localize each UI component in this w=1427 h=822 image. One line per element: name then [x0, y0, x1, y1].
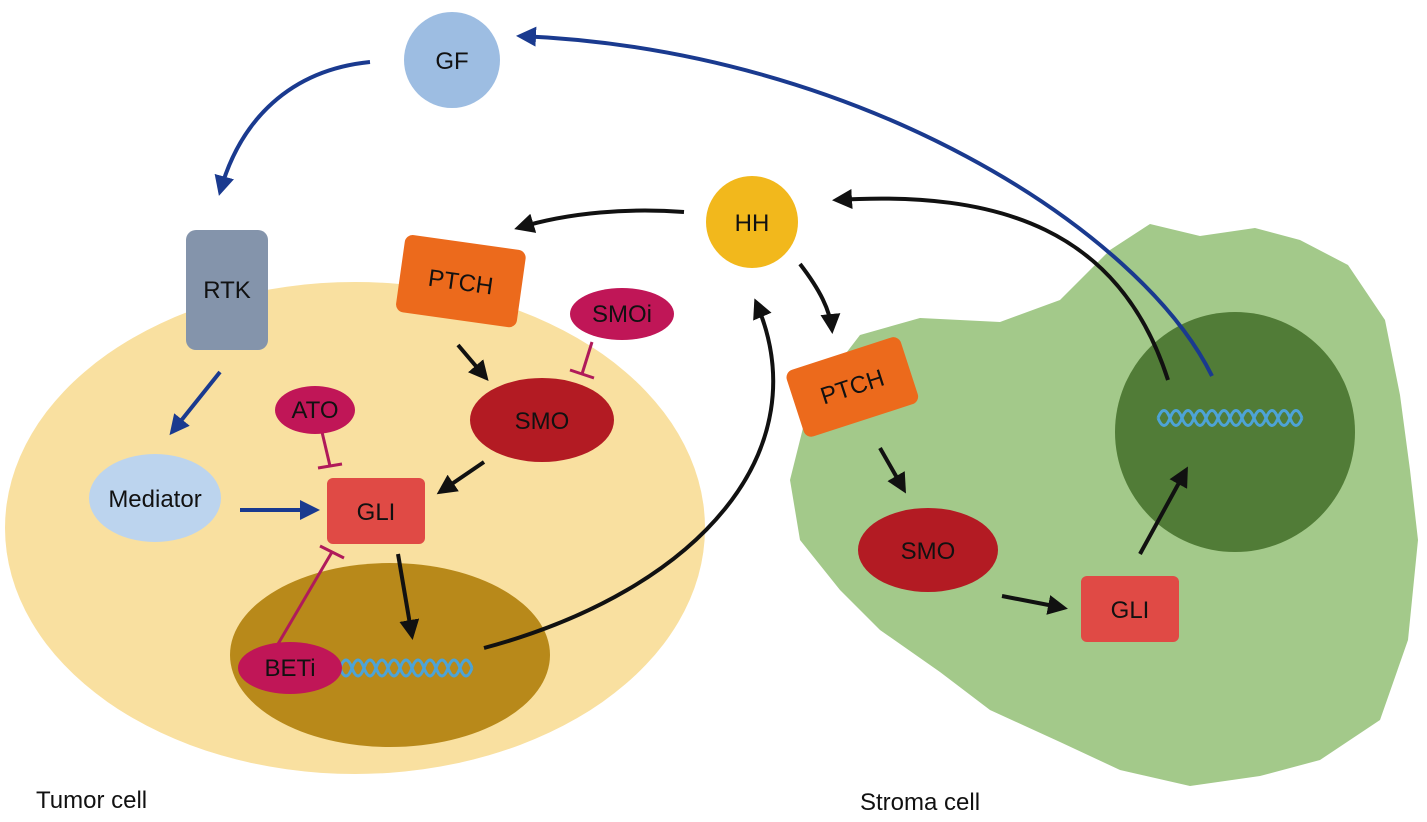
arrow-hh-to-stroma-ptch [798, 262, 841, 334]
rtk-receptor: RTK [186, 230, 268, 350]
tumor-cell-caption: Tumor cell [36, 787, 147, 814]
arrow-gli-to-tumor-dna [396, 553, 420, 640]
stroma-gli: GLI [1081, 576, 1179, 642]
tumor-ptch-receptor: PTCH [396, 235, 526, 328]
arrow-rtk-to-mediator [169, 370, 222, 436]
gf-ligand: GF [404, 12, 500, 108]
arrow-stroma-dna-to-hh [832, 189, 1170, 381]
mediator-node: Mediator [89, 454, 221, 542]
stroma-smo: SMO [858, 508, 998, 592]
ato-label: ATO [291, 397, 338, 424]
smoi-label: SMOi [592, 301, 652, 328]
tumor-dna-helix [338, 658, 474, 678]
arrow-smo-to-gli [436, 460, 486, 495]
rtk-label: RTK [203, 277, 251, 304]
tumor-nucleus [230, 563, 550, 747]
stroma-cell-caption: Stroma cell [860, 789, 980, 816]
arrow-stroma-dna-to-gf [516, 26, 1214, 377]
beti-label: BETi [264, 655, 315, 682]
ato-inhibitor: ATO [275, 386, 355, 434]
stroma-ptch-receptor: PTCH [786, 337, 919, 437]
gf-label: GF [435, 48, 468, 75]
hh-ligand: HH [706, 176, 798, 268]
arrow-tumor-dna-to-hh [483, 298, 776, 650]
stroma-nucleus [1115, 312, 1355, 552]
stroma-gli-label: GLI [1111, 597, 1150, 624]
arrow-stroma-smo-to-gli [1001, 594, 1068, 615]
arrow-hh-to-tumor-ptch [514, 208, 685, 233]
arrow-gf-to-rtk [214, 60, 371, 196]
arrow-ptch-to-smo [456, 343, 489, 382]
arrow-stroma-ptch-to-smo [878, 447, 906, 494]
inhibit-ato-to-gli [317, 431, 343, 470]
inhibit-beti-to-gli [276, 544, 345, 645]
mediator-label: Mediator [108, 486, 201, 513]
stroma-smo-label: SMO [901, 538, 956, 565]
beti-inhibitor: BETi [238, 642, 342, 694]
tumor-smo-label: SMO [515, 408, 570, 435]
smoi-inhibitor: SMOi [570, 288, 674, 340]
arrow-stroma-gli-to-dna [1138, 466, 1188, 555]
stroma-dna-helix [1156, 409, 1304, 427]
inhibit-smoi-to-smo [569, 341, 595, 380]
tumor-smo: SMO [470, 378, 614, 462]
hh-label: HH [735, 210, 770, 237]
tumor-gli: GLI [327, 478, 425, 544]
tumor-gli-label: GLI [357, 499, 396, 526]
